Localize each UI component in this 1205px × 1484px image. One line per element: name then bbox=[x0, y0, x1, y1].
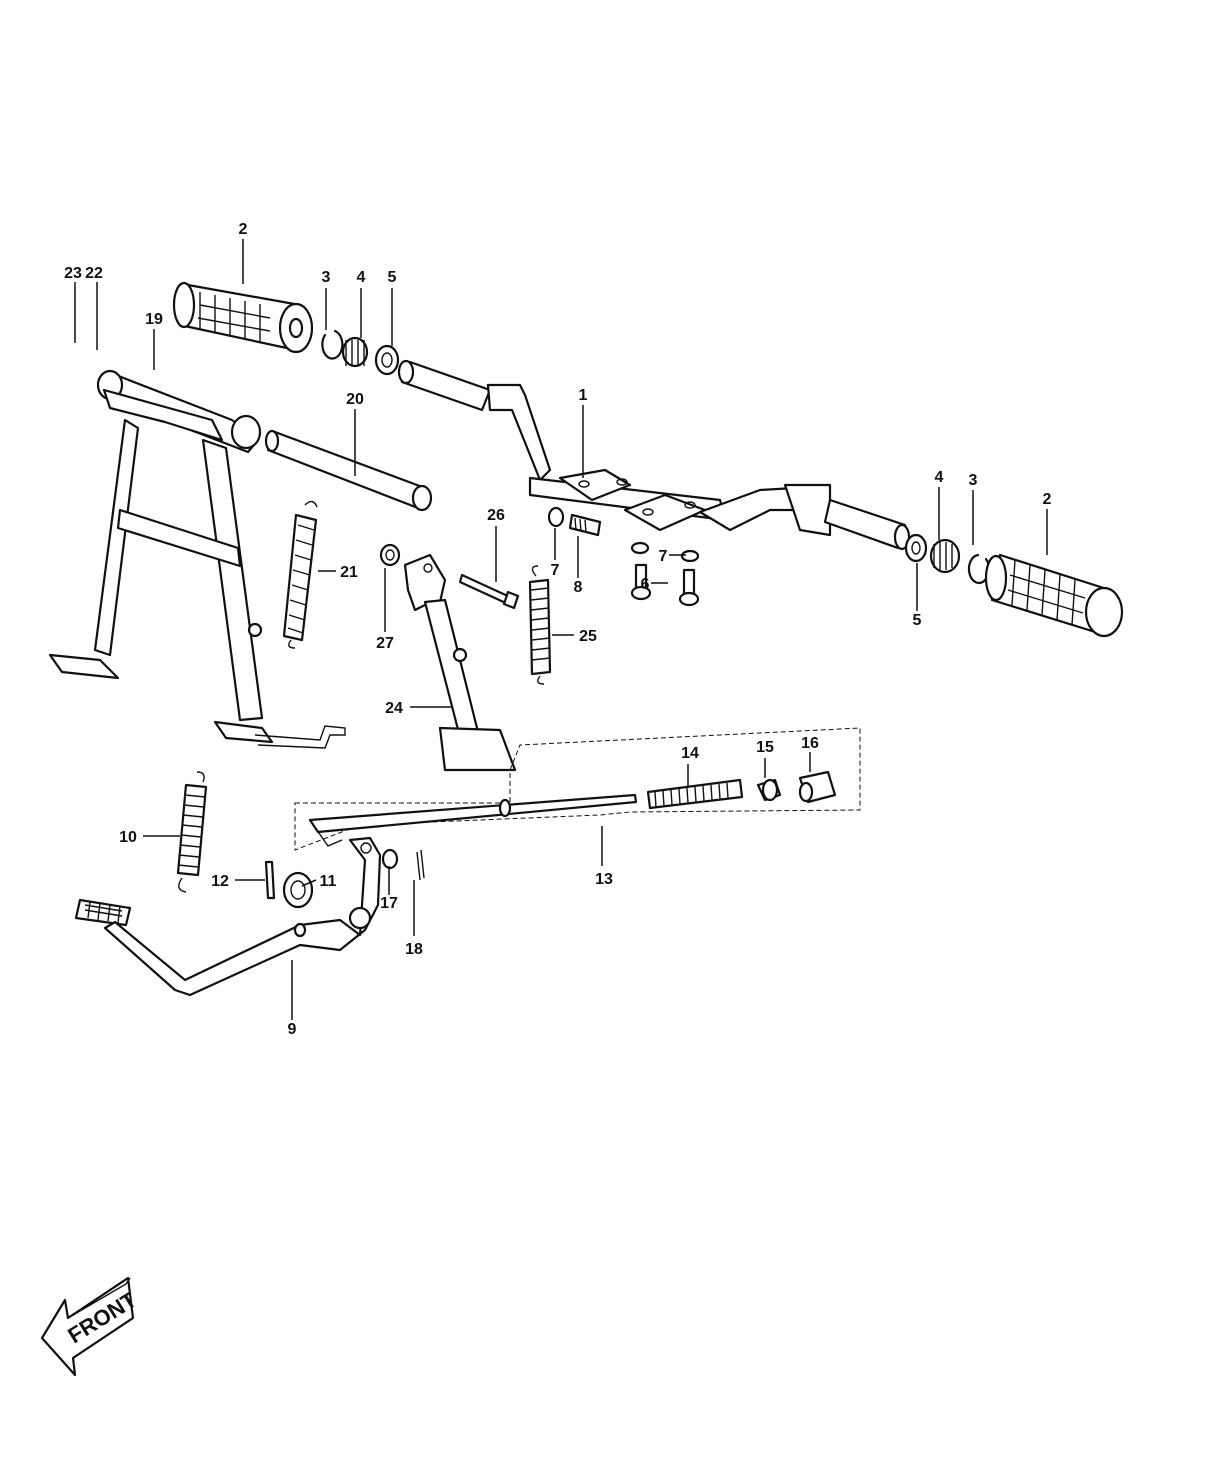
callout-1: 1 bbox=[579, 387, 588, 404]
callout-5-left: 5 bbox=[388, 269, 397, 286]
pivot-shaft bbox=[264, 429, 433, 512]
left-clip-spring-washer bbox=[321, 329, 400, 376]
callout-2-left: 2 bbox=[239, 221, 248, 238]
callout-9: 9 bbox=[288, 1021, 297, 1038]
callout-3-left: 3 bbox=[322, 269, 331, 286]
callout-5-right: 5 bbox=[913, 612, 922, 629]
callout-27: 27 bbox=[376, 635, 394, 652]
callout-8: 8 bbox=[574, 579, 583, 596]
callout-2-right: 2 bbox=[1043, 491, 1052, 508]
callout-21: 21 bbox=[340, 564, 358, 581]
footpeg-rubber-right bbox=[984, 553, 1124, 638]
callout-17: 17 bbox=[380, 895, 398, 912]
callout-7-left: 7 bbox=[551, 562, 560, 579]
callout-20: 20 bbox=[346, 391, 364, 408]
right-washer-spring-clip bbox=[904, 533, 991, 585]
callout-13: 13 bbox=[595, 871, 613, 888]
side-stand bbox=[379, 543, 552, 772]
callout-23: 23 bbox=[64, 265, 82, 282]
callout-16: 16 bbox=[801, 735, 819, 752]
brake-pedal bbox=[74, 771, 425, 997]
callout-6: 6 bbox=[641, 576, 650, 593]
callout-10: 10 bbox=[119, 829, 137, 846]
callout-11: 11 bbox=[320, 873, 337, 890]
bolts-washers bbox=[547, 506, 700, 607]
leader-lines bbox=[74, 239, 1048, 1020]
callout-4-right: 4 bbox=[935, 469, 944, 486]
front-arrow: FRONT bbox=[40, 1276, 141, 1377]
footpeg-rubber-left bbox=[172, 281, 314, 354]
callout-12: 12 bbox=[211, 873, 229, 890]
callout-24: 24 bbox=[385, 700, 403, 717]
footpeg-bar bbox=[397, 359, 911, 551]
callout-4-left: 4 bbox=[357, 269, 366, 286]
callout-labels: 2 3 4 5 23 22 19 20 1 4 3 2 5 7 8 26 7 6… bbox=[64, 221, 1051, 1038]
callout-15: 15 bbox=[756, 739, 774, 756]
callout-26: 26 bbox=[487, 507, 505, 524]
callout-3-right: 3 bbox=[969, 472, 978, 489]
center-stand bbox=[48, 369, 346, 749]
callout-14: 14 bbox=[681, 745, 699, 762]
callout-25: 25 bbox=[579, 628, 597, 645]
spring-21 bbox=[282, 500, 318, 649]
callout-18: 18 bbox=[405, 941, 423, 958]
callout-22: 22 bbox=[85, 265, 103, 282]
brake-rod-assembly bbox=[294, 727, 861, 851]
callout-7-right: 7 bbox=[659, 548, 668, 565]
callout-19: 19 bbox=[145, 311, 163, 328]
